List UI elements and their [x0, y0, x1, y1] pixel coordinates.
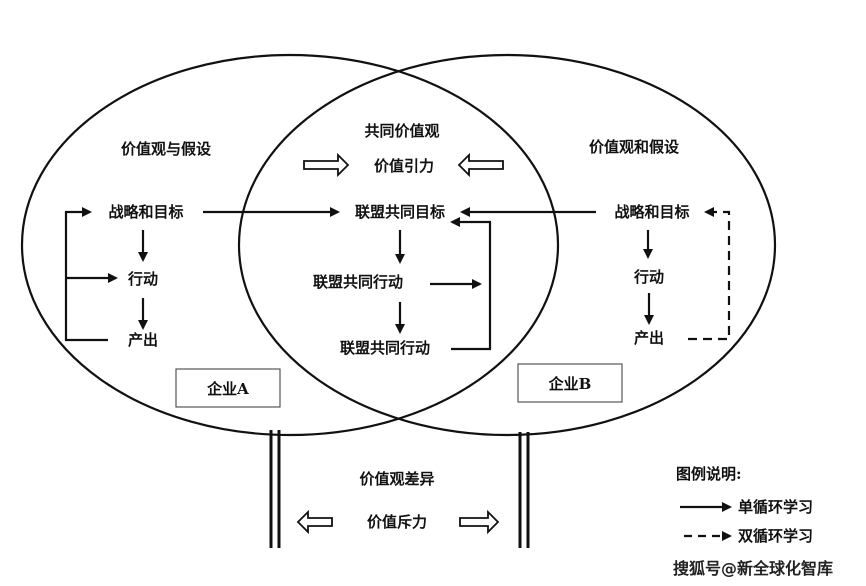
- legend-double-loop-label: 双循环学习: [738, 527, 813, 545]
- alliance-feedback-line: [450, 217, 492, 351]
- repulsion-label: 价值斥力: [367, 513, 427, 531]
- a-feedback-line: [64, 207, 108, 342]
- right-pillar: [518, 432, 530, 548]
- legend: 图例说明: 单循环学习 双循环学习: [676, 465, 813, 545]
- repulsion-right-hollow-arrow: [459, 509, 500, 535]
- value-difference-label: 价值观差异: [359, 470, 434, 488]
- alliance-action-2-label: 联盟共同行动: [340, 339, 430, 357]
- legend-single-loop-label: 单循环学习: [738, 498, 813, 516]
- repulsion-left-hollow-arrow: [296, 509, 333, 535]
- b-values-label: 价值观和假设: [589, 138, 679, 156]
- b-action-label: 行动: [633, 268, 664, 286]
- company-a-box: [175, 368, 281, 408]
- attraction-left-hollow-arrow: [457, 152, 504, 178]
- company-b-label: 企业B: [548, 375, 592, 393]
- left-pillar: [269, 430, 281, 548]
- watermark: 搜狐号@新全球化智库: [673, 559, 833, 578]
- company-a-label: 企业A: [206, 380, 249, 398]
- shared-values-label: 共同价值观: [364, 122, 439, 140]
- attraction-right-hollow-arrow: [303, 152, 350, 178]
- company-a-circle: [20, 53, 560, 437]
- b-strategy-label: 战略和目标: [614, 203, 689, 221]
- b-double-loop-dashed: [688, 207, 731, 341]
- company-b-box: [517, 363, 623, 403]
- attraction-label: 价值引力: [374, 157, 434, 175]
- legend-title: 图例说明:: [676, 465, 742, 483]
- alliance-goal-label: 联盟共同目标: [355, 203, 445, 221]
- a-output-label: 产出: [128, 331, 158, 349]
- a-action-label: 行动: [127, 270, 158, 288]
- b-output-label: 产出: [634, 329, 664, 347]
- a-strategy-label: 战略和目标: [108, 203, 183, 221]
- alliance-action-label: 联盟共同行动: [313, 273, 403, 291]
- company-b-circle: [237, 53, 777, 437]
- a-values-label: 价值观与假设: [121, 140, 211, 158]
